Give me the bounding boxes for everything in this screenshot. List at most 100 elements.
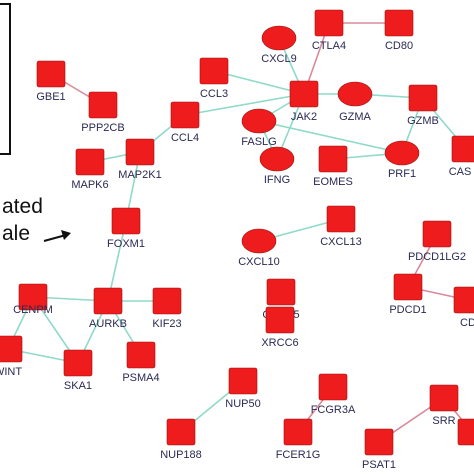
edge-foxm1-aurkb bbox=[107, 220, 127, 302]
node-label-ccl4: CCL4 bbox=[171, 132, 199, 144]
node-label-map2k1: MAP2K1 bbox=[118, 169, 161, 181]
node-label-gzmb: GZMB bbox=[407, 115, 439, 127]
node-label-pdcd1: PDCD1 bbox=[389, 304, 426, 316]
node-jak2[interactable]: JAK2 bbox=[289, 80, 319, 123]
node-shape-ccl4 bbox=[170, 101, 200, 129]
node-kif23[interactable]: KIF23 bbox=[152, 287, 182, 330]
node-label-wint: WINT bbox=[0, 366, 22, 378]
node-label-ska1: SKA1 bbox=[64, 380, 92, 392]
node-prf1[interactable]: PRF1 bbox=[384, 140, 420, 180]
node-label-psat1: PSAT1 bbox=[362, 459, 396, 471]
node-shape-cxcl13 bbox=[326, 205, 356, 233]
node-pdcd1[interactable]: PDCD1 bbox=[389, 273, 427, 316]
node-nup50[interactable]: NUP50 bbox=[225, 367, 261, 410]
node-shape-psma4 bbox=[126, 341, 156, 369]
node-shape-cd80 bbox=[384, 9, 414, 37]
node-shape-eomes bbox=[318, 145, 348, 173]
node-label-cd80: CD80 bbox=[385, 40, 413, 52]
node-label-cas: CAS bbox=[449, 166, 472, 178]
node-fcgr3a[interactable]: FCGR3A bbox=[311, 373, 356, 416]
node-psma4[interactable]: PSMA4 bbox=[122, 341, 160, 384]
node-shape-psat1 bbox=[364, 428, 394, 456]
node-label-foxm1: FOXM1 bbox=[107, 238, 145, 250]
node-shape-nup50 bbox=[228, 367, 258, 395]
node-label-fcgr3a: FCGR3A bbox=[311, 404, 356, 416]
node-foxm1[interactable]: FOXM1 bbox=[107, 207, 145, 250]
node-ska1[interactable]: SKA1 bbox=[63, 349, 93, 392]
node-psat1[interactable]: PSAT1 bbox=[362, 428, 396, 471]
edge-ccl3-jak2 bbox=[213, 70, 305, 95]
node-gzma[interactable]: GZMA bbox=[337, 81, 373, 123]
node-shape-cas bbox=[451, 135, 474, 163]
node-shape-faslg bbox=[241, 108, 277, 134]
node-shape-aurkb bbox=[93, 287, 123, 315]
node-shape-gzmb bbox=[408, 84, 438, 112]
node-label-nup188: NUP188 bbox=[160, 449, 202, 461]
node-shape-wint bbox=[0, 335, 23, 363]
node-label-fcer1g: FCER1G bbox=[276, 449, 321, 461]
node-label-ctla4: CTLA4 bbox=[312, 40, 346, 52]
node-shape-nup188 bbox=[166, 418, 196, 446]
node-shape-map2k1 bbox=[125, 138, 155, 166]
node-label-aurkb: AURKB bbox=[89, 318, 127, 330]
node-label-gbe1: GBE1 bbox=[36, 91, 65, 103]
node-shape-srr bbox=[429, 384, 459, 412]
node-shape-cd bbox=[453, 286, 474, 314]
node-pdcd1lg2[interactable]: PDCD1LG2 bbox=[408, 220, 466, 263]
node-label-nup50: NUP50 bbox=[225, 398, 260, 410]
node-edge[interactable] bbox=[457, 418, 474, 446]
node-ccl3[interactable]: CCL3 bbox=[199, 57, 229, 100]
node-shape-pdcd1lg2 bbox=[422, 220, 452, 248]
node-cxcl10[interactable]: CXCL10 bbox=[238, 228, 280, 268]
side-text-line2: ale bbox=[2, 222, 30, 245]
node-shape-prf1 bbox=[384, 140, 420, 166]
node-shape-gzma bbox=[337, 81, 373, 107]
side-text-line1: ated bbox=[2, 195, 43, 218]
node-shape-cdca5 bbox=[266, 278, 296, 306]
node-label-pdcd1lg2: PDCD1LG2 bbox=[408, 251, 466, 263]
node-mapk6[interactable]: MAPK6 bbox=[71, 148, 109, 191]
node-gbe1[interactable]: GBE1 bbox=[36, 60, 66, 103]
node-cd[interactable]: CD bbox=[453, 286, 474, 329]
node-shape-pdcd1 bbox=[393, 273, 423, 301]
node-srr[interactable]: SRR bbox=[429, 384, 459, 427]
node-cxcl13[interactable]: CXCL13 bbox=[320, 205, 362, 248]
node-shape-gbe1 bbox=[36, 60, 66, 88]
node-label-cxcl10: CXCL10 bbox=[238, 256, 280, 268]
node-cenpm[interactable]: CENPM bbox=[13, 283, 53, 316]
node-fcer1g[interactable]: FCER1G bbox=[276, 418, 321, 461]
node-label-gzma: GZMA bbox=[339, 111, 371, 123]
node-xrcc6[interactable]: XRCC6 bbox=[261, 306, 299, 349]
node-nup188[interactable]: NUP188 bbox=[160, 418, 202, 461]
node-shape-ppp2cb bbox=[88, 91, 118, 119]
legend-frame bbox=[0, 3, 11, 155]
node-faslg[interactable]: FASLG bbox=[241, 108, 277, 148]
node-label-cd: CD bbox=[460, 317, 474, 329]
node-shape-edge bbox=[457, 418, 474, 446]
node-cas[interactable]: CAS bbox=[449, 135, 474, 178]
node-label-prf1: PRF1 bbox=[388, 168, 416, 180]
node-ctla4[interactable]: CTLA4 bbox=[312, 9, 346, 52]
side-arrow bbox=[43, 230, 71, 242]
node-map2k1[interactable]: MAP2K1 bbox=[118, 138, 162, 181]
node-label-kif23: KIF23 bbox=[152, 318, 181, 330]
node-wint[interactable]: WINT bbox=[0, 335, 23, 378]
node-ifng[interactable]: IFNG bbox=[259, 146, 295, 186]
node-label-cxcl13: CXCL13 bbox=[320, 236, 362, 248]
node-shape-cenpm bbox=[18, 283, 48, 311]
node-label-jak2: JAK2 bbox=[291, 111, 317, 123]
node-eomes[interactable]: EOMES bbox=[313, 145, 353, 188]
node-shape-fcgr3a bbox=[318, 373, 348, 401]
node-ppp2cb[interactable]: PPP2CB bbox=[81, 91, 125, 134]
node-cxcl9[interactable]: CXCL9 bbox=[261, 25, 297, 65]
edge-ccl4-jak2 bbox=[184, 93, 305, 116]
node-label-cenpm: CENPM bbox=[13, 304, 53, 316]
node-shape-kif23 bbox=[152, 287, 182, 315]
node-cd80[interactable]: CD80 bbox=[384, 9, 414, 52]
node-shape-ifng bbox=[259, 146, 295, 172]
node-ccl4[interactable]: CCL4 bbox=[170, 101, 200, 144]
node-shape-ctla4 bbox=[314, 9, 344, 37]
node-aurkb[interactable]: AURKB bbox=[89, 287, 127, 330]
node-gzmb[interactable]: GZMB bbox=[407, 84, 439, 127]
